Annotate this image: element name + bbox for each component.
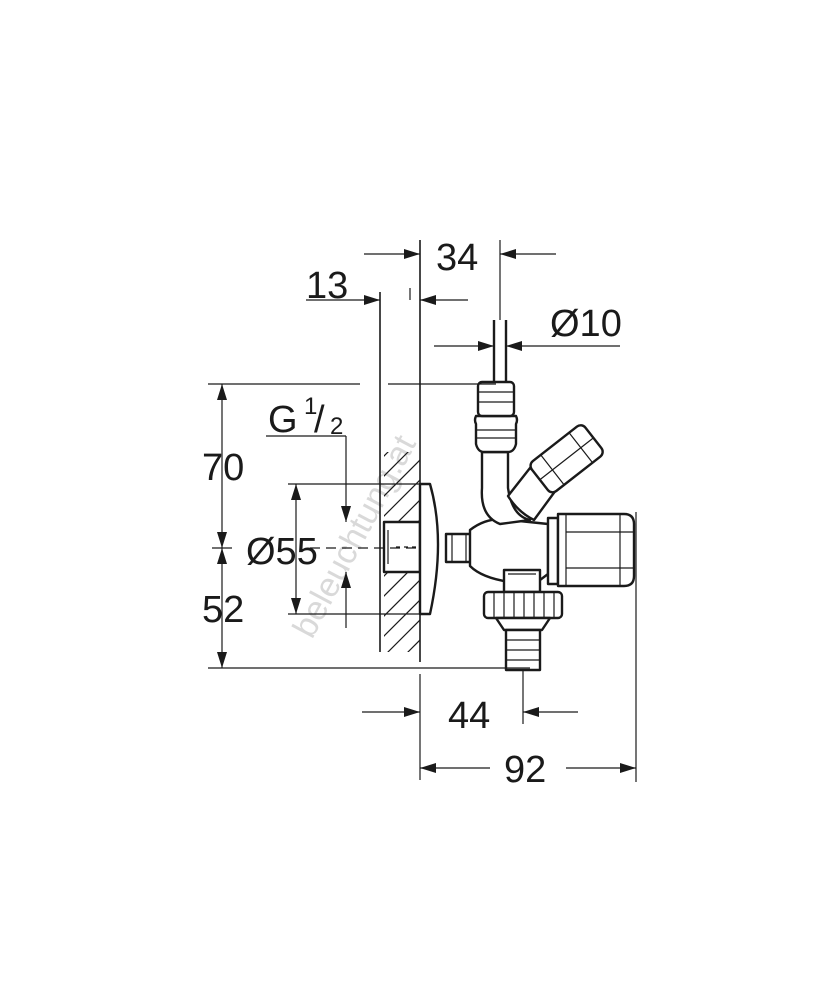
dim-92-label: 92 (504, 749, 546, 791)
dim-70-label: 70 (202, 447, 244, 489)
thread-denominator: 2 (330, 413, 343, 440)
dimension-lines (208, 240, 637, 782)
dim-52-label: 52 (202, 589, 244, 631)
dim-34-label: 34 (436, 237, 478, 279)
thread-numerator: 1 (304, 393, 317, 420)
dim-10-diameter-label: Ø10 (550, 303, 622, 345)
dimension-labels: 34 13 Ø10 G 1 / 2 70 Ø55 52 44 92 (202, 237, 622, 791)
thread-g-label: G (268, 399, 298, 441)
dim-13-label: 13 (306, 265, 348, 307)
valve-drawing (382, 320, 636, 672)
dim-55-diameter-label: Ø55 (246, 531, 318, 573)
dim-44-label: 44 (448, 695, 490, 737)
thread-slash: / (314, 399, 325, 441)
